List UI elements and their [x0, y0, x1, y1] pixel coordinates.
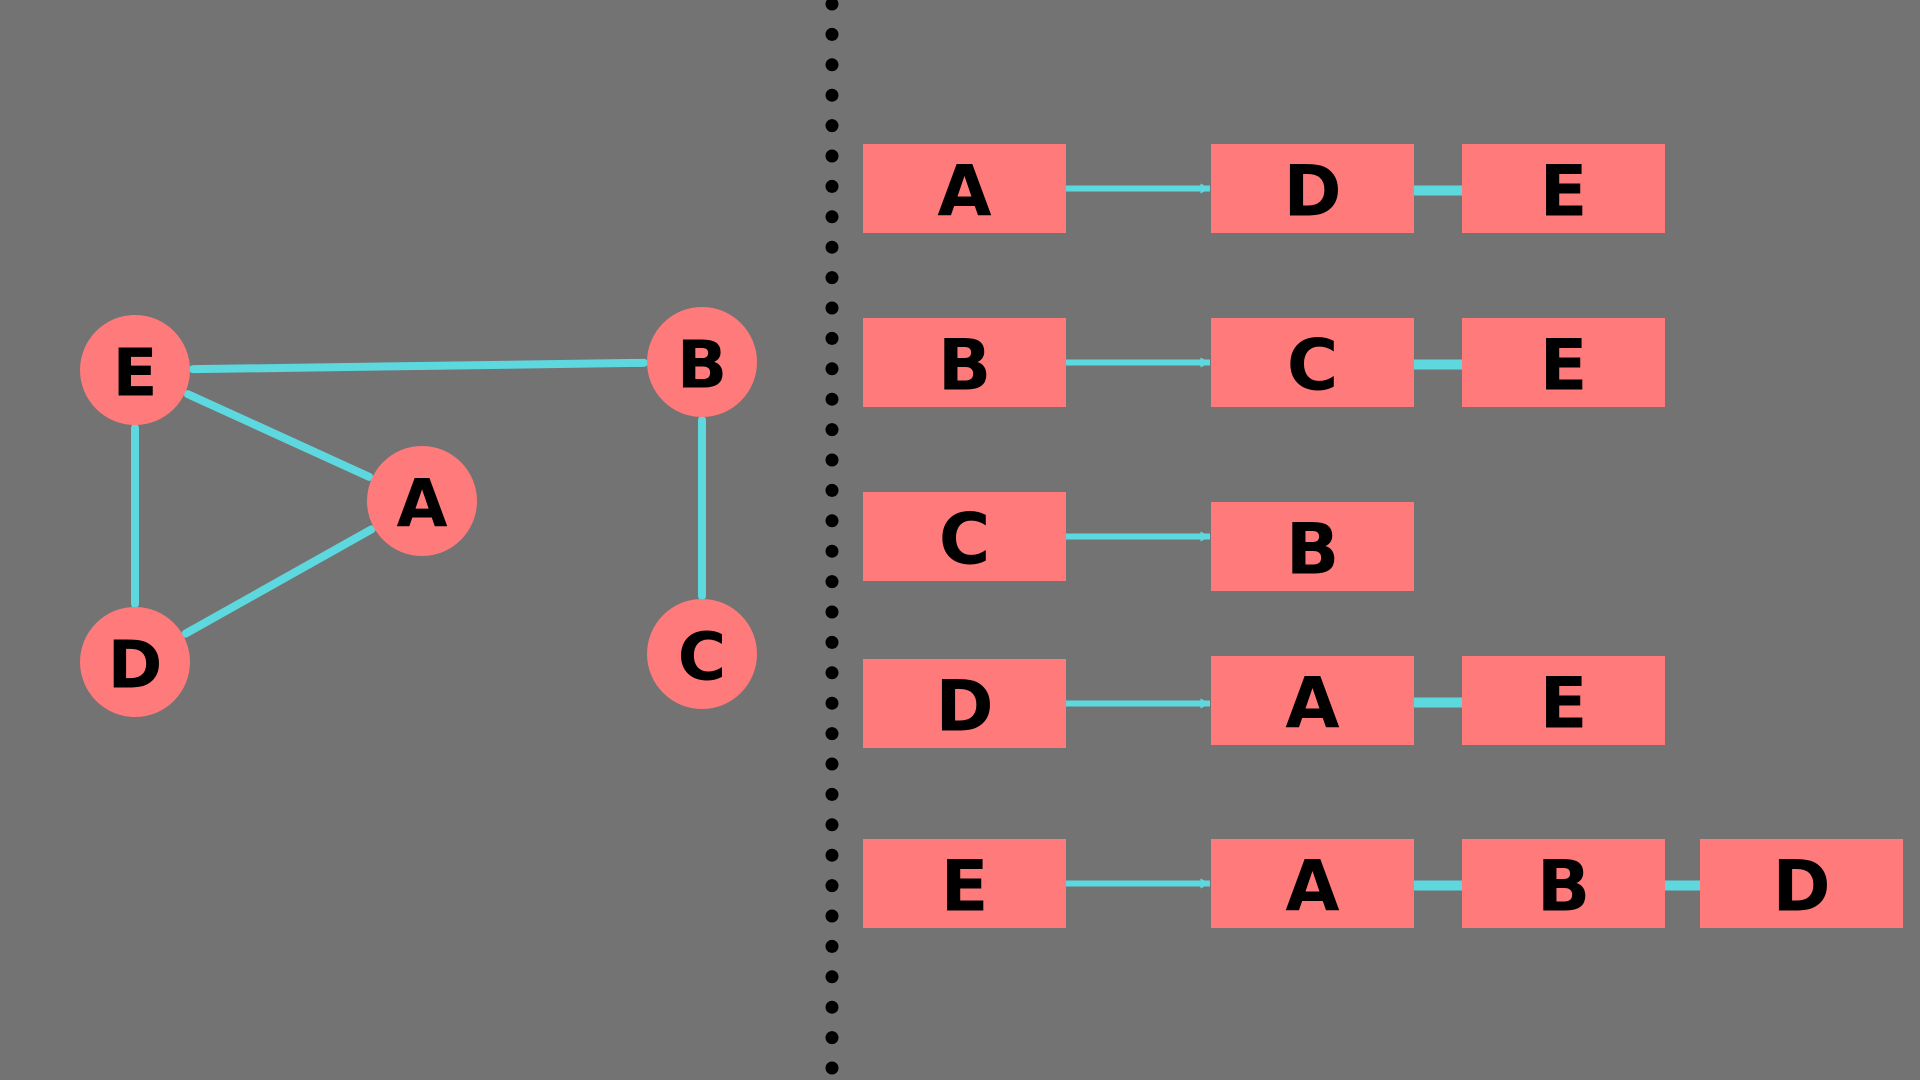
list-head-box	[863, 659, 1066, 748]
list-neighbor-box	[1462, 144, 1665, 233]
list-neighbor-label: B	[1537, 846, 1590, 928]
list-head-label: D	[935, 666, 993, 748]
graph-node-d: D	[80, 607, 190, 717]
graph-node-label: D	[108, 627, 163, 704]
list-head-label: E	[941, 846, 989, 928]
graph-edge-d-a	[181, 525, 376, 638]
graph-node-a: A	[367, 446, 477, 556]
graph-node-circle	[647, 307, 757, 417]
list-head-box	[863, 492, 1066, 581]
list-neighbor-box	[1211, 656, 1414, 745]
list-neighbor-box	[1462, 318, 1665, 407]
list-neighbor-label: C	[1287, 325, 1338, 407]
graph-node-circle	[80, 315, 190, 425]
list-head-label: C	[939, 499, 990, 581]
list-neighbor-label: E	[1540, 151, 1588, 233]
list-head-label: B	[938, 325, 991, 407]
list-head-box	[863, 839, 1066, 928]
list-neighbor-label: B	[1286, 509, 1339, 591]
list-neighbor-box	[1211, 502, 1414, 591]
graph-node-label: E	[112, 335, 157, 412]
graph-node-e: E	[80, 315, 190, 425]
graph-nodes: E B A D C	[80, 307, 757, 717]
list-neighbor-box	[1700, 839, 1903, 928]
graph-node-circle	[80, 607, 190, 717]
list-head-box	[863, 144, 1066, 233]
list-neighbor-label: E	[1540, 663, 1588, 745]
graph-node-label: B	[677, 327, 727, 404]
list-head-label: A	[937, 151, 991, 233]
list-neighbor-box	[1211, 839, 1414, 928]
list-head-box	[863, 318, 1066, 407]
graph-edge-e-a	[183, 390, 374, 481]
graph-node-c: C	[647, 599, 757, 709]
graph-node-label: C	[678, 619, 726, 696]
list-neighbor-label: E	[1540, 325, 1588, 407]
list-neighbor-box	[1462, 656, 1665, 745]
undirected-graph: E B A D C	[80, 307, 757, 717]
graph-node-b: B	[647, 307, 757, 417]
list-neighbor-box	[1462, 839, 1665, 928]
list-neighbor-label: A	[1285, 846, 1339, 928]
graph-edges	[131, 358, 706, 638]
graph-edge-e-b	[188, 358, 649, 374]
graph-node-circle	[367, 446, 477, 556]
list-neighbor-box	[1211, 318, 1414, 407]
list-neighbor-label: D	[1283, 151, 1341, 233]
list-neighbor-label: D	[1772, 846, 1830, 928]
graph-node-label: A	[396, 466, 447, 543]
list-neighbor-box	[1211, 144, 1414, 233]
list-neighbor-label: A	[1285, 663, 1339, 745]
graph-node-circle	[647, 599, 757, 709]
